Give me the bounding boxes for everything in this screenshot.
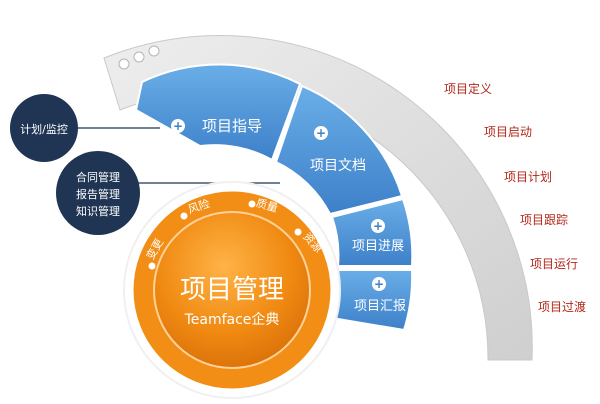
ring-dot-icon <box>148 262 156 270</box>
segment-label: 项目汇报 <box>354 299 406 314</box>
plus-icon <box>314 126 328 140</box>
phase-label: 项目过渡 <box>537 300 586 314</box>
callout-text: 合同管理 <box>76 170 120 184</box>
segment-3[interactable]: + 项目进展 <box>330 197 414 267</box>
callout-text: 计划/监控 <box>20 122 68 136</box>
callout-plan-monitor: 计划/监控 <box>10 94 78 162</box>
plus-glyph: + <box>316 126 326 140</box>
phase-label: 项目启动 <box>483 125 532 139</box>
ring-dot-icon <box>294 228 302 236</box>
segment-1[interactable]: + 项目指导 <box>134 63 302 162</box>
core-circle: 风险 质量 资源 变更 项目管理 Teamface企典 <box>123 181 341 399</box>
plus-icon <box>171 119 185 133</box>
ring-label: 风险 <box>186 196 211 216</box>
segment-label: 项目进展 <box>352 239 404 254</box>
core-subtitle: Teamface企典 <box>184 311 280 328</box>
arc-dot-1 <box>118 58 130 70</box>
ring-label: 质量 <box>255 196 280 215</box>
phase-label: 项目计划 <box>503 170 552 184</box>
plus-glyph: + <box>373 219 383 233</box>
plus-glyph: + <box>173 119 183 133</box>
phase-label: 项目定义 <box>443 82 492 96</box>
arc-dot-3 <box>148 45 160 57</box>
arc-dot-2 <box>133 51 145 63</box>
segment-label: 项目文档 <box>310 158 366 174</box>
callout-text: 知识管理 <box>76 204 120 218</box>
core-title: 项目管理 <box>180 275 284 305</box>
segment-2[interactable]: + 项目文档 <box>274 84 404 216</box>
plus-icon <box>371 219 385 233</box>
segment-label: 项目指导 <box>202 117 262 135</box>
ring-dot-icon <box>180 212 188 220</box>
callout-management: 合同管理 报告管理 知识管理 <box>56 151 140 235</box>
plus-glyph: + <box>374 277 384 291</box>
phase-label: 项目跟踪 <box>519 213 568 227</box>
callout-text: 报告管理 <box>76 187 120 201</box>
plus-icon <box>372 277 386 291</box>
segment-4[interactable]: + 项目汇报 <box>330 269 414 332</box>
ring-dot-icon <box>248 200 256 208</box>
phase-label: 项目运行 <box>529 257 578 271</box>
